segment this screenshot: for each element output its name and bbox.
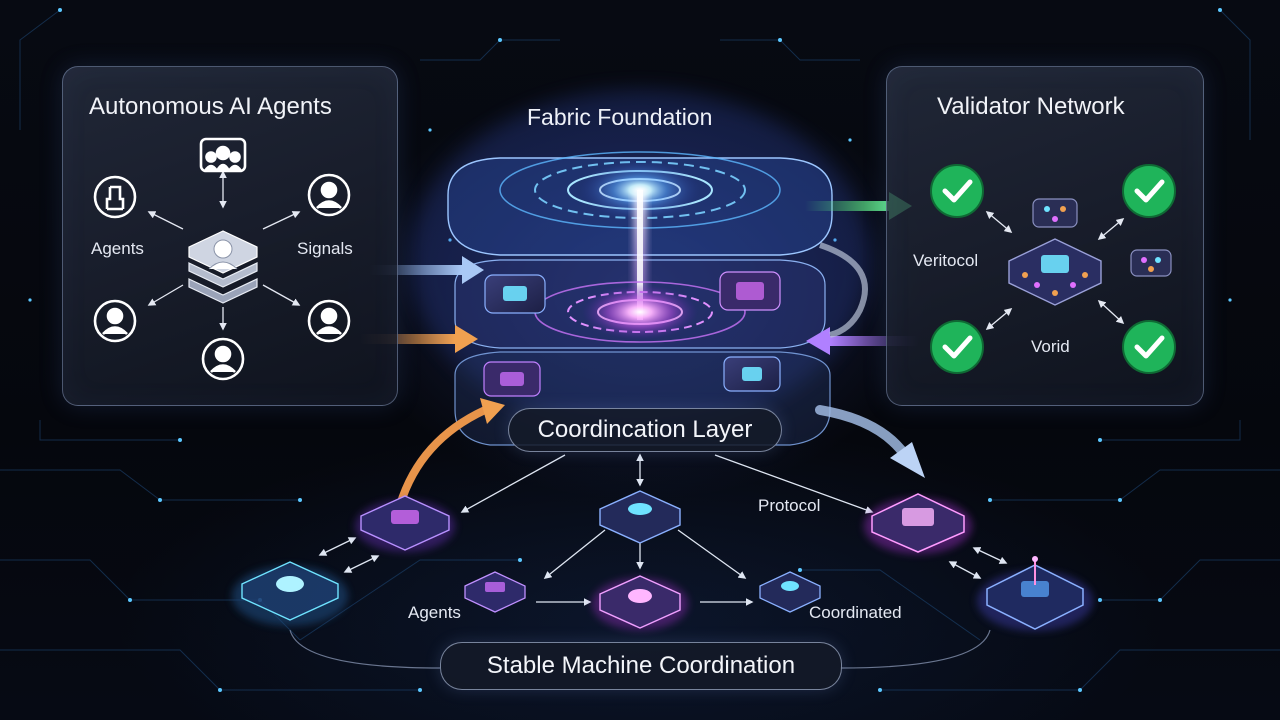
agents-panel-title: Autonomous AI Agents (89, 93, 332, 120)
agent-stack-icon (188, 230, 258, 304)
robot-arm-icon (93, 175, 137, 219)
user-icon (93, 299, 137, 343)
check-circle-icon (1122, 320, 1176, 374)
agents-label: Agents (91, 239, 144, 258)
validator-panel-title: Validator Network (937, 93, 1125, 120)
validator-graph (930, 164, 1176, 374)
stable-coordination-pill: Stable Machine Coordination (440, 642, 842, 690)
check-circle-icon (930, 164, 984, 218)
check-circle-icon (930, 320, 984, 374)
center-title: Fabric Foundation (527, 104, 713, 130)
user-icon (201, 337, 245, 381)
bottom-agents-label: Agents (408, 603, 461, 622)
validator-protocol-label: Veritocol (913, 251, 979, 270)
protocol-label: Protocol (758, 496, 821, 515)
validator-void-label: Vorid (1031, 337, 1070, 356)
bottom-connectors (289, 453, 1008, 669)
middle-core-glow (582, 284, 698, 340)
validator-panel: Validator Network (886, 66, 1204, 406)
grid-dots (28, 8, 1232, 692)
team-icon (199, 137, 247, 173)
flow-arrows (360, 192, 925, 509)
chip-node-icon (1032, 198, 1078, 228)
signals-label: Signals (297, 239, 353, 258)
agents-panel: Autonomous AI Agents (62, 66, 398, 406)
circuit-grid (0, 9, 1280, 691)
coordination-layer-pill: Coordincation Layer (508, 408, 782, 452)
bottom-nodes (232, 490, 1093, 631)
chip-node-icon (1008, 238, 1102, 306)
check-circle-icon (1122, 164, 1176, 218)
user-icon (307, 173, 351, 217)
coordinated-label: Coordinated (809, 603, 902, 622)
chip-node-icon (1130, 249, 1172, 277)
plate-chips (483, 271, 781, 397)
user-icon (307, 299, 351, 343)
agents-graph (93, 137, 351, 381)
